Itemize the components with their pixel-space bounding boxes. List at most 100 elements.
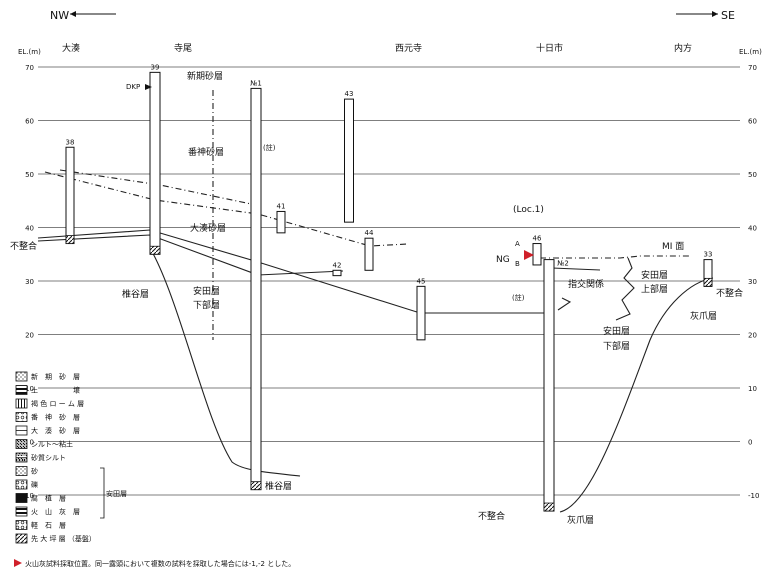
legend-swatch bbox=[15, 412, 28, 422]
borehole-label: №1 bbox=[250, 79, 262, 87]
borehole-basement bbox=[543, 502, 555, 512]
annotation-mi: MI 面 bbox=[662, 241, 684, 252]
borehole-basement bbox=[250, 481, 262, 491]
tick-label-left: -10 bbox=[23, 492, 34, 500]
annotation-chu-2: (註) bbox=[512, 293, 525, 302]
legend-swatch bbox=[15, 439, 28, 449]
legend-swatch bbox=[15, 398, 28, 409]
borehole-basement bbox=[703, 277, 713, 287]
boundary-ng bbox=[551, 267, 601, 271]
tick-label-right: 60 bbox=[748, 118, 757, 126]
borehole-label: 38 bbox=[66, 138, 75, 146]
boundary-haizume-curve bbox=[559, 277, 714, 513]
orientation-nw: NW bbox=[50, 9, 116, 22]
axis-label-right: EL.(m) bbox=[739, 48, 762, 56]
borehole-46: 46 bbox=[532, 235, 542, 266]
borehole-33: 33 bbox=[703, 251, 713, 287]
label-yasuda-upper-1: 安田層 bbox=[641, 269, 668, 281]
legend-swatch bbox=[15, 385, 28, 395]
annotation-a: A bbox=[515, 240, 520, 248]
dkp-marker-icon bbox=[145, 84, 152, 90]
boundary-lines bbox=[37, 90, 714, 513]
legend-item-label: 新 期 砂 層 bbox=[31, 372, 80, 381]
tick-label-left: 10 bbox=[25, 385, 34, 393]
label-yasuda-upper-2: 上部層 bbox=[641, 283, 668, 295]
label-shinki: 新期砂層 bbox=[187, 70, 223, 82]
annotation-chu-1: (註) bbox=[263, 143, 276, 152]
legend-item-label: 褐 色 ロ ー ム 層 bbox=[31, 399, 84, 408]
borehole-no2: №2 bbox=[543, 259, 569, 512]
borehole-column bbox=[250, 87, 262, 491]
borehole-column bbox=[332, 269, 342, 277]
tick-label-right: 50 bbox=[748, 171, 757, 179]
tick-label-left: 70 bbox=[25, 64, 34, 72]
annotation-ng: NG bbox=[496, 255, 510, 265]
borehole-label: 43 bbox=[345, 90, 354, 98]
legend-item-label: 腐 植 層 bbox=[31, 494, 66, 503]
legend-swatch bbox=[15, 479, 28, 490]
tick-label-right: 10 bbox=[748, 385, 757, 393]
borehole-column bbox=[543, 259, 555, 512]
legend-item-label: 砂質シルト bbox=[31, 453, 66, 462]
label-haizume-bottom: 灰爪層 bbox=[567, 514, 594, 526]
borehole-column bbox=[65, 146, 75, 245]
annotation-loc: (Loc.1) bbox=[513, 205, 544, 215]
legend-note: 火山灰試料採取位置。同一露頭において複数の試料を採取した場合には-1,-2 とし… bbox=[25, 559, 295, 568]
tick-label-right: 40 bbox=[748, 225, 757, 233]
place-terao: 寺尾 bbox=[174, 43, 192, 54]
legend-swatch bbox=[15, 452, 28, 463]
label-yasuda-lower-1: 安田層 bbox=[193, 285, 220, 297]
legend-group-label: 安田層 bbox=[106, 489, 127, 498]
legend-item-label: 軽 石 層 bbox=[31, 521, 66, 530]
borehole-no1: №1 bbox=[250, 79, 262, 491]
svg-text:NW: NW bbox=[50, 9, 69, 22]
legend-item-label: 砂 bbox=[31, 467, 38, 476]
svg-text:SE: SE bbox=[721, 9, 735, 22]
boundary-yasuda-base bbox=[37, 229, 546, 314]
place-tokaichi: 十日市 bbox=[536, 42, 563, 54]
borehole-basement bbox=[65, 235, 75, 244]
tick-label-right: 30 bbox=[748, 278, 757, 286]
borehole-label: 44 bbox=[365, 229, 374, 237]
borehole-label: 33 bbox=[704, 251, 713, 259]
borehole-label: 42 bbox=[333, 261, 342, 269]
borehole-basement bbox=[149, 245, 161, 255]
legend-item-label: シルト〜粘土 bbox=[31, 440, 73, 449]
annotation-shiko: 指交関係 bbox=[568, 278, 604, 290]
legend-item-label: 礫 bbox=[31, 480, 38, 489]
label-futougou-bottom: 不整合 bbox=[478, 510, 505, 522]
label-yasuda-lower-r2: 下部層 bbox=[603, 340, 630, 352]
boundary-zigzag-small bbox=[557, 297, 572, 311]
tick-label-left: 60 bbox=[25, 118, 34, 126]
place-saiganji: 西元寺 bbox=[395, 43, 422, 54]
annotation-dkp: DKP bbox=[126, 83, 140, 91]
boundary-mi-dash bbox=[540, 255, 690, 259]
tick-label-left: 40 bbox=[25, 225, 34, 233]
tick-label-left: 50 bbox=[25, 171, 34, 179]
tick-label-left: 20 bbox=[25, 332, 34, 340]
legend-item-label: 土 壌 bbox=[31, 386, 80, 395]
annotation-b: B bbox=[515, 260, 520, 268]
label-futougou-left: 不整合 bbox=[10, 240, 37, 252]
legend-item-label: 大 湊 砂 層 bbox=[31, 426, 80, 435]
borehole-column bbox=[532, 243, 542, 266]
borehole-label: 46 bbox=[533, 235, 542, 243]
borehole-38: 38 bbox=[65, 138, 75, 245]
legend: 安田層 火山灰試料採取位置。同一露頭において複数の試料を採取した場合には-1,-… bbox=[14, 371, 295, 568]
place-uchikata: 内方 bbox=[674, 42, 692, 54]
legend-swatch bbox=[15, 533, 28, 544]
place-omina: 大湊 bbox=[62, 42, 80, 54]
boundary-lower bbox=[37, 234, 344, 276]
borehole-column bbox=[416, 285, 426, 341]
tick-label-right: 20 bbox=[748, 332, 757, 340]
label-ominato: 大湊砂層 bbox=[190, 222, 226, 234]
borehole-39: 39 bbox=[149, 63, 161, 255]
borehole-44: 44 bbox=[364, 229, 374, 271]
legend-swatch bbox=[15, 371, 28, 382]
boundary-zigzag bbox=[615, 257, 635, 321]
borehole-43: 43 bbox=[344, 90, 354, 223]
label-futougou-right: 不整合 bbox=[716, 287, 743, 299]
borehole-label: 45 bbox=[417, 277, 426, 285]
